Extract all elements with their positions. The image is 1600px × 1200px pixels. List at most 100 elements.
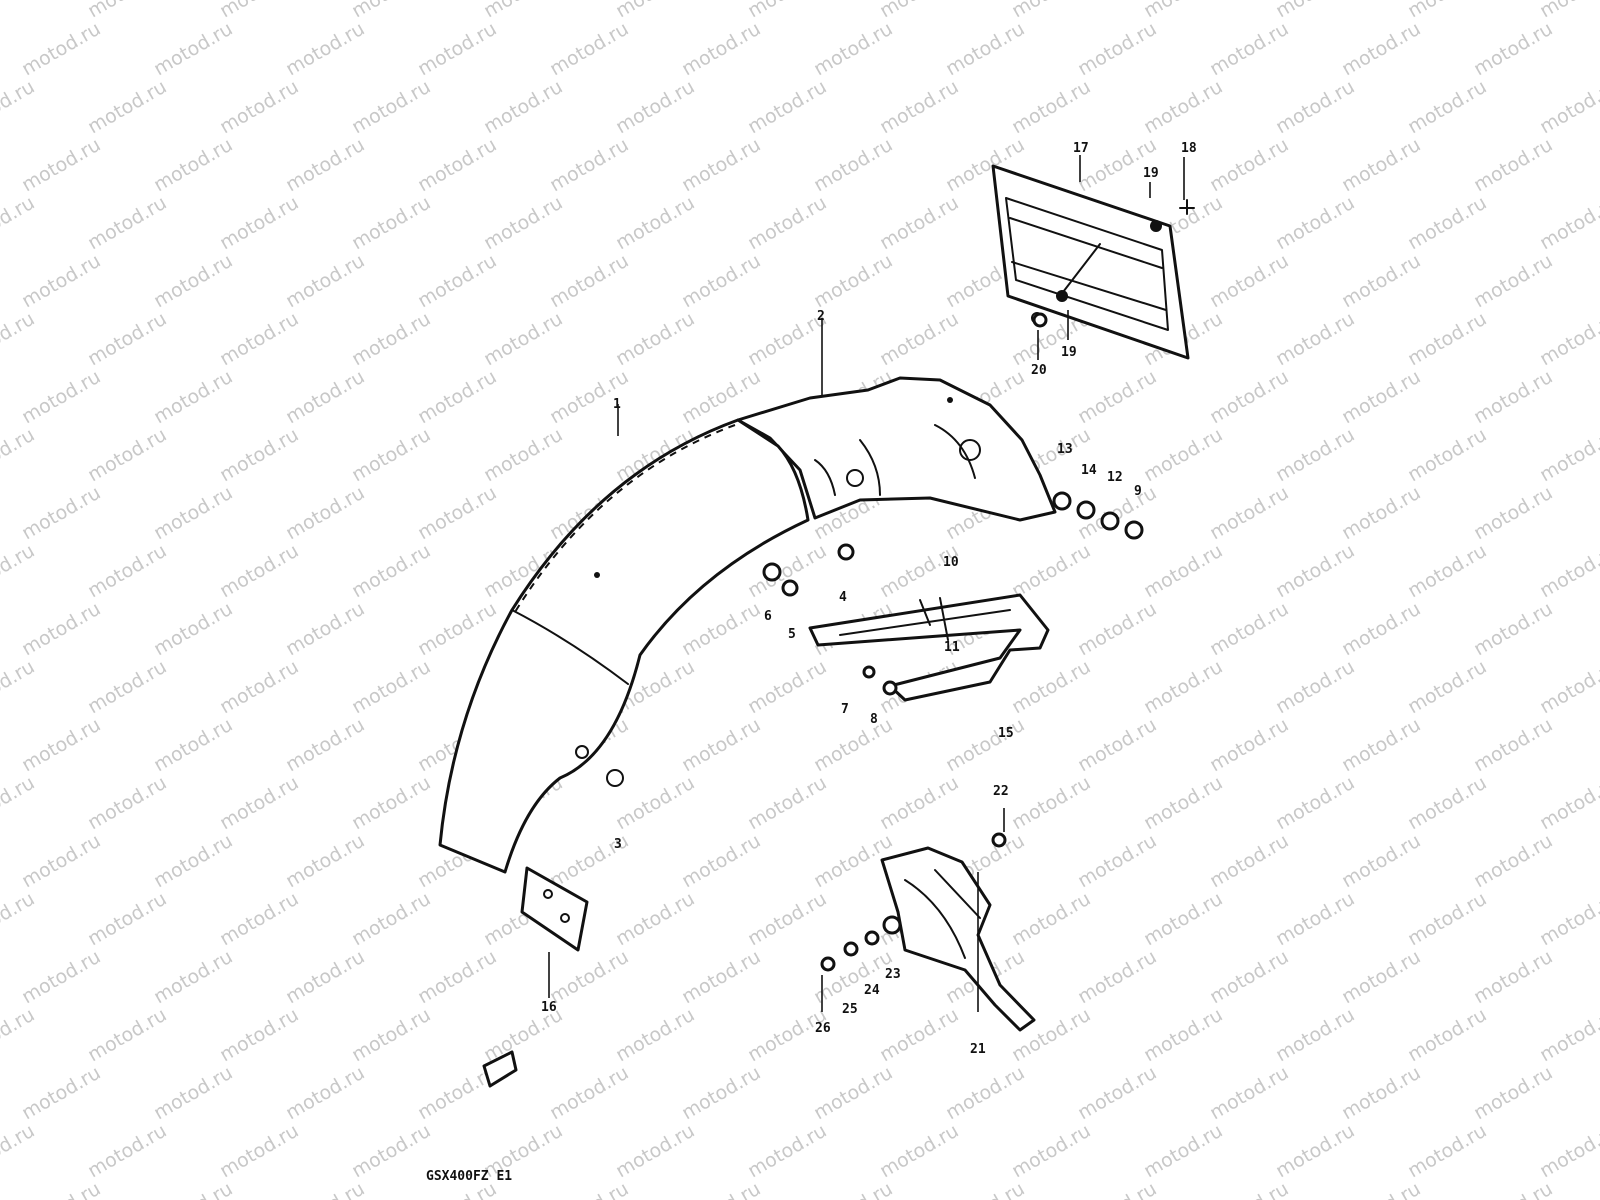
watermark-text: motod.ru <box>414 250 500 313</box>
watermark-text: motod.ru <box>1536 540 1600 603</box>
watermark-text: motod.ru <box>1338 250 1424 313</box>
watermark-text: motod.ru <box>1470 830 1556 893</box>
watermark-text: motod.ru <box>18 1178 104 1200</box>
watermark-text: motod.ru <box>18 1062 104 1125</box>
watermark-text: motod.ru <box>1470 1178 1556 1200</box>
watermark-text: motod.ru <box>678 250 764 313</box>
watermark-text: motod.ru <box>18 830 104 893</box>
watermark-text: motod.ru <box>282 134 368 197</box>
watermark-text: motod.ru <box>282 482 368 545</box>
watermark-text: motod.ru <box>150 830 236 893</box>
watermark-text: motod.ru <box>1272 76 1358 139</box>
watermark-text: motod.ru <box>744 0 830 22</box>
watermark-text: motod.ru <box>282 946 368 1009</box>
watermark-text: motod.ru <box>0 76 38 139</box>
watermark-text: motod.ru <box>810 1178 896 1200</box>
watermark-text: motod.ru <box>546 250 632 313</box>
watermark-text: motod.ru <box>84 192 170 255</box>
watermark-text: motod.ru <box>876 1004 962 1067</box>
watermark-text: motod.ru <box>876 1120 962 1183</box>
watermark-text: motod.ru <box>1272 888 1358 951</box>
watermark-text: motod.ru <box>0 192 38 255</box>
watermark-text: motod.ru <box>876 76 962 139</box>
watermark-text: motod.ru <box>216 1120 302 1183</box>
watermark-text: motod.ru <box>1074 714 1160 777</box>
watermark-text: motod.ru <box>1470 366 1556 429</box>
watermark-text: motod.ru <box>1206 946 1292 1009</box>
reflector-plate <box>520 866 589 952</box>
watermark-text: motod.ru <box>1470 18 1556 81</box>
watermark-text: motod.ru <box>1008 656 1094 719</box>
watermark-text: motod.ru <box>1404 424 1490 487</box>
watermark-text: motod.ru <box>810 18 896 81</box>
watermark-text: motod.ru <box>216 424 302 487</box>
watermark-text: motod.ru <box>282 1178 368 1200</box>
watermark-text: motod.ru <box>414 134 500 197</box>
watermark-text: motod.ru <box>546 946 632 1009</box>
watermark-text: motod.ru <box>612 772 698 835</box>
watermark-text: motod.ru <box>1404 772 1490 835</box>
watermark-text: motod.ru <box>84 424 170 487</box>
watermark-text: motod.ru <box>1206 714 1292 777</box>
watermark-text: motod.ru <box>414 366 500 429</box>
watermark-text: motod.ru <box>678 946 764 1009</box>
watermark-text: motod.ru <box>1272 1120 1358 1183</box>
watermark-text: motod.ru <box>150 482 236 545</box>
watermark-text: motod.ru <box>1470 250 1556 313</box>
callout-7: 7 <box>841 702 849 717</box>
watermark-text: motod.ru <box>216 888 302 951</box>
watermark-text: motod.ru <box>546 134 632 197</box>
watermark-text: motod.ru <box>1536 1004 1600 1067</box>
watermark-text: motod.ru <box>744 76 830 139</box>
watermark-text: motod.ru <box>612 1120 698 1183</box>
watermark-text: motod.ru <box>216 772 302 835</box>
callout-labels: 17 18 19 19 20 2 1 13 14 12 9 10 4 6 5 1… <box>541 141 1197 1057</box>
callout-20: 20 <box>1031 363 1047 378</box>
watermark-text: motod.ru <box>480 308 566 371</box>
watermark-text: motod.ru <box>150 1178 236 1200</box>
watermark-text: motod.ru <box>612 888 698 951</box>
watermark-text: motod.ru <box>1140 1120 1226 1183</box>
watermark-text: motod.ru <box>1074 18 1160 81</box>
watermark-text: motod.ru <box>942 1062 1028 1125</box>
fender-stay <box>808 593 1050 702</box>
watermark-text: motod.ru <box>1536 424 1600 487</box>
watermark-text: motod.ru <box>678 830 764 893</box>
watermark-text: motod.ru <box>0 1004 38 1067</box>
watermark-text: motod.ru <box>1140 656 1226 719</box>
watermark-text: motod.ru <box>810 134 896 197</box>
watermark-text: motod.ru <box>282 250 368 313</box>
watermark-text: motod.ru <box>0 656 38 719</box>
watermark-text: motod.ru <box>678 598 764 661</box>
rear-fender-flap <box>880 846 1036 1032</box>
callout-17: 17 <box>1073 141 1089 156</box>
callout-19-bottom: 19 <box>1061 345 1077 360</box>
watermark-text: motod.ru <box>1074 598 1160 661</box>
watermark-text: motod.ru <box>216 0 302 22</box>
callout-15: 15 <box>998 726 1014 741</box>
watermark-text: motod.ru <box>348 0 434 22</box>
watermark-text: motod.ru <box>1404 1004 1490 1067</box>
watermark-text: motod.ru <box>1206 366 1292 429</box>
watermark-text: motod.ru <box>744 772 830 835</box>
watermark-text: motod.ru <box>1140 772 1226 835</box>
watermark-text: motod.ru <box>480 0 566 22</box>
watermark-text: motod.ru <box>1074 830 1160 893</box>
watermark-text: motod.ru <box>1272 0 1358 22</box>
watermark-text: motod.ru <box>1140 0 1226 22</box>
watermark-text: motod.ru <box>282 830 368 893</box>
watermark-text: motod.ru <box>678 1178 764 1200</box>
hardware <box>482 312 1144 1088</box>
watermark-text: motod.ru <box>1536 772 1600 835</box>
watermark-text: motod.ru <box>348 424 434 487</box>
watermark-text: motod.ru <box>150 366 236 429</box>
watermark-text: motod.ru <box>1272 308 1358 371</box>
watermark-text: motod.ru <box>1536 888 1600 951</box>
watermark-text: motod.ru <box>1074 366 1160 429</box>
callout-26: 26 <box>815 1021 831 1036</box>
watermark-text: motod.ru <box>1008 0 1094 22</box>
watermark-text: motod.ru <box>216 192 302 255</box>
watermark-text: motod.ru <box>1338 18 1424 81</box>
callout-19-top: 19 <box>1143 166 1159 181</box>
watermark-text: motod.ru <box>744 656 830 719</box>
